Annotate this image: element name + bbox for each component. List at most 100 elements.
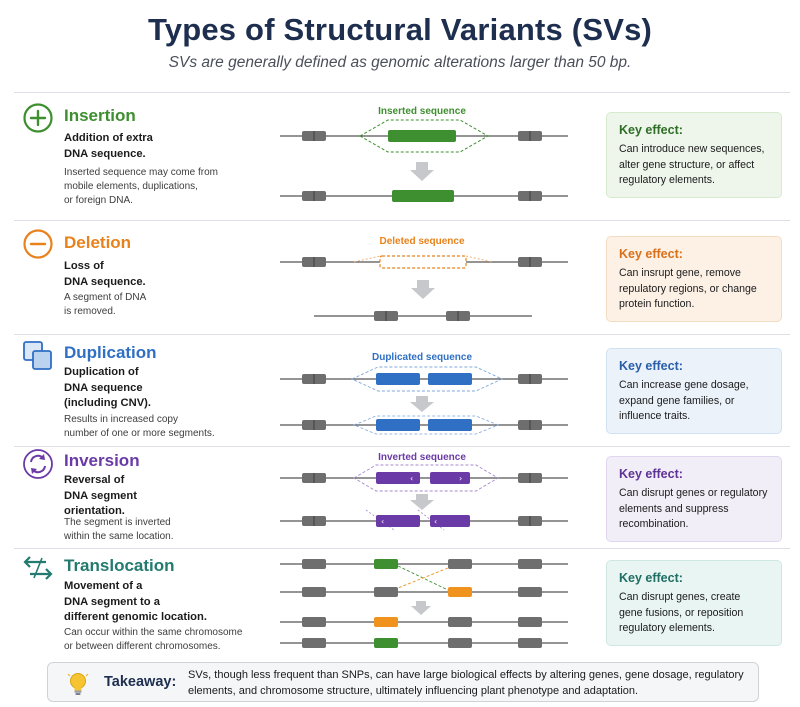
effect-line: regulatory elements.	[619, 622, 715, 634]
down-arrow-icon	[410, 162, 434, 181]
inserted-segment	[388, 130, 456, 142]
inversion-diagram: Inverted sequence ‹ › ‹ ‹	[270, 450, 580, 546]
inverted-segment	[376, 472, 420, 484]
page-subtitle: SVs are generally defined as genomic alt…	[168, 54, 632, 71]
takeaway-box: Takeaway: SVs, though less frequent than…	[47, 662, 759, 702]
variant-description: Movement of a DNA segment to a different…	[64, 579, 244, 626]
key-effect-title: Key effect:	[619, 359, 683, 373]
diagram-label: Inverted sequence	[378, 452, 466, 463]
translocated-segment	[448, 587, 472, 597]
takeaway-label: Takeaway:	[104, 674, 177, 690]
note-line: Inserted sequence may come from	[64, 167, 218, 178]
effect-line: Can disrupt genes, create	[619, 591, 741, 603]
note-line: number of one or more segments.	[64, 428, 215, 439]
variant-name: Duplication	[64, 343, 157, 362]
note-line: mobile elements, duplications,	[64, 181, 198, 192]
variant-row-translocation: Translocation Movement of a DNA segment …	[0, 548, 800, 656]
down-arrow-icon	[411, 280, 435, 299]
duplicated-segment	[376, 373, 420, 385]
key-effect-text: Can disrupt genes, create gene fusions, …	[619, 590, 769, 637]
effect-line: alter gene structure, or affect	[619, 158, 755, 171]
effect-line: influence traits.	[619, 410, 691, 422]
variant-row-inversion: Inversion Reversal of DNA segment orient…	[0, 446, 800, 548]
variant-description: Addition of extra DNA sequence.	[64, 131, 244, 162]
key-effect-title: Key effect:	[619, 123, 683, 137]
description-line: DNA sequence	[64, 381, 143, 394]
note-line: Results in increased copy	[64, 414, 178, 425]
key-effect-title: Key effect:	[619, 247, 683, 261]
description-line: DNA sequence.	[64, 275, 146, 288]
diagram-label: Inserted sequence	[378, 106, 466, 117]
duplicated-segment	[428, 373, 472, 385]
inverted-segment	[430, 472, 470, 484]
svg-text:‹: ‹	[434, 517, 437, 526]
duplicate-squares-icon	[22, 340, 54, 372]
diagram-label: Duplicated sequence	[372, 352, 472, 363]
effect-line: recombination.	[619, 518, 689, 530]
variant-row-deletion: Deletion Loss of DNA sequence. A segment…	[0, 220, 800, 334]
description-line: Duplication of	[64, 366, 139, 378]
svg-text:›: ›	[459, 474, 462, 483]
row-separator	[14, 446, 790, 447]
description-line: different genomic location.	[64, 611, 207, 623]
key-effect-title: Key effect:	[619, 467, 683, 481]
note-line: A segment of DNA	[64, 292, 147, 303]
effect-line: repulatory regions, or change	[619, 282, 757, 295]
key-effect-box: Key effect: Can insrupt gene, remove rep…	[606, 236, 782, 322]
deleted-segment	[379, 255, 467, 269]
svg-text:‹: ‹	[381, 517, 384, 526]
description-line: orientation.	[64, 505, 125, 517]
variant-row-duplication: Duplication Duplication of DNA sequence …	[0, 334, 800, 446]
duplication-diagram: Duplicated sequence	[270, 348, 580, 444]
takeaway-text: SVs, though less frequent than SNPs, can…	[188, 669, 744, 697]
translocation-diagram	[270, 554, 580, 654]
description-line: DNA segment to a	[64, 595, 160, 608]
insertion-diagram: Inserted sequence	[270, 100, 580, 212]
rotate-arrows-icon	[22, 448, 54, 480]
variant-note: Results in increased copy number of one …	[64, 413, 264, 441]
description-line: (including CNV).	[64, 397, 152, 409]
swap-arrows-icon	[22, 552, 54, 584]
key-effect-text: Can insrupt gene, remove repulatory regi…	[619, 266, 769, 313]
variant-description: Duplication of DNA sequence (including C…	[64, 365, 244, 412]
row-separator	[14, 92, 790, 93]
description-line: DNA sequence.	[64, 147, 146, 160]
svg-text:‹: ‹	[410, 474, 413, 483]
down-arrow-icon	[410, 396, 434, 412]
effect-line: Can insrupt gene, remove	[619, 267, 741, 279]
variant-note: Inserted sequence may come from mobile e…	[64, 166, 264, 208]
key-effect-text: Can increase gene dosage, expand gene fa…	[619, 378, 769, 425]
key-effect-box: Key effect: Can increase gene dosage, ex…	[606, 348, 782, 434]
minus-circle-icon	[22, 228, 54, 260]
page-title: Types of Structural Variants (SVs)	[147, 12, 653, 47]
variant-note: A segment of DNA is removed.	[64, 291, 264, 319]
row-separator	[14, 548, 790, 549]
variant-name: Insertion	[64, 106, 136, 125]
key-effect-text: Can disrupt genes or regulatory elements…	[619, 486, 769, 533]
effect-line: Can disrupt genes or regulatory	[619, 487, 768, 499]
translocated-segment	[374, 559, 398, 569]
diagram-label: Deleted sequence	[379, 236, 464, 247]
variant-row-insertion: Insertion Addition of extra DNA sequence…	[0, 92, 800, 220]
plus-circle-icon	[22, 102, 54, 134]
effect-line: elements and suppress	[619, 502, 729, 515]
note-line: The segment is inverted	[64, 517, 171, 528]
key-effect-box: Key effect: Can introduce new sequences,…	[606, 112, 782, 198]
lightbulb-icon	[66, 671, 90, 697]
down-arrow-icon	[411, 601, 431, 615]
deletion-diagram: Deleted sequence	[270, 230, 580, 330]
variant-description: Reversal of DNA segment orientation.	[64, 473, 244, 520]
variant-description: Loss of DNA sequence.	[64, 259, 244, 290]
down-arrow-icon	[410, 494, 434, 510]
description-line: Movement of a	[64, 580, 143, 592]
note-line: or foreign DNA.	[64, 195, 133, 206]
description-line: DNA segment	[64, 489, 137, 502]
variant-name: Inversion	[64, 451, 140, 470]
variant-note: The segment is inverted within the same …	[64, 516, 264, 544]
key-effect-box: Key effect: Can disrupt genes or regulat…	[606, 456, 782, 542]
description-line: Addition of extra	[64, 132, 153, 144]
effect-line: Can introduce new sequences,	[619, 143, 765, 155]
note-line: is removed.	[64, 306, 116, 317]
note-line: Can occur within the same chromosome	[64, 627, 243, 638]
effect-line: Can increase gene dosage,	[619, 379, 749, 391]
